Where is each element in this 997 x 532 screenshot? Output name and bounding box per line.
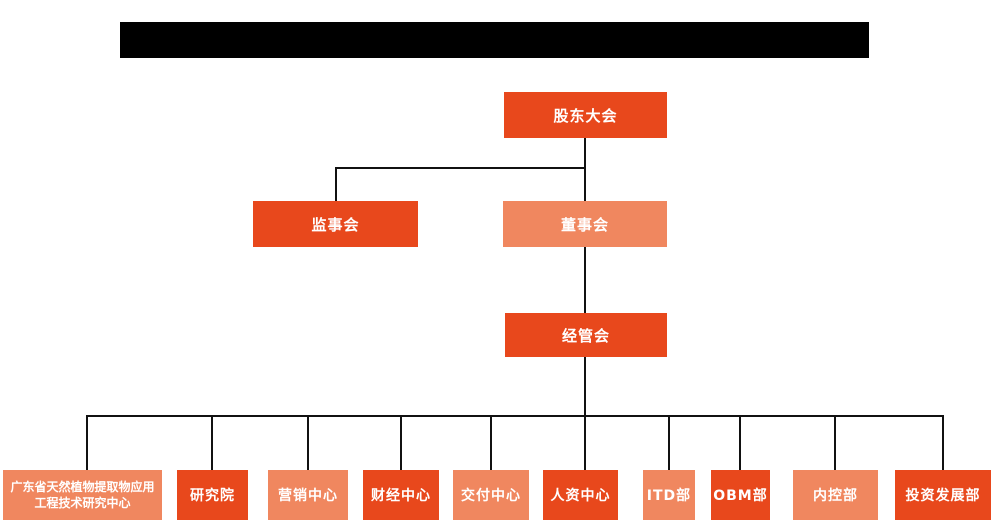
node-dept-marketing-center: 营销中心 — [268, 470, 348, 520]
node-dept-hr-center: 人资中心 — [543, 470, 618, 520]
connector-dept-drop-9 — [834, 415, 836, 470]
connector-dept-drop-7 — [668, 415, 670, 470]
connector-supervisory-drop — [335, 167, 337, 201]
node-dept-finance-center: 财经中心 — [363, 470, 439, 520]
connector-dept-drop-1 — [86, 415, 88, 470]
connector-dept-drop-10 — [942, 415, 944, 470]
node-dept-delivery-center: 交付中心 — [453, 470, 529, 520]
connector-dept-drop-2 — [211, 415, 213, 470]
connector-dept-drop-3 — [307, 415, 309, 470]
connector-dept-drop-8 — [739, 415, 741, 470]
connector-dept-drop-5 — [490, 415, 492, 470]
node-dept-gd-plant-extract-research-center: 广东省天然植物提取物应用工程技术研究中心 — [3, 470, 162, 520]
node-shareholders-meeting: 股东大会 — [504, 92, 667, 138]
connector-level2-horizontal — [335, 167, 586, 169]
connector-dept-drop-4 — [400, 415, 402, 470]
node-dept-obm: OBM部 — [711, 470, 770, 520]
connector-management-down — [584, 357, 586, 470]
node-dept-internal-control: 内控部 — [793, 470, 878, 520]
redacted-title-bar — [120, 22, 869, 58]
node-supervisory-board: 监事会 — [253, 201, 418, 247]
node-dept-itd: ITD部 — [643, 470, 695, 520]
node-management-committee: 经管会 — [505, 313, 667, 357]
node-dept-research-institute: 研究院 — [177, 470, 248, 520]
connector-board-to-management — [584, 247, 586, 313]
connector-departments-horizontal — [86, 415, 944, 417]
connector-board-drop — [584, 167, 586, 201]
connector-shareholders-down — [584, 138, 586, 169]
node-dept-investment-development: 投资发展部 — [895, 470, 991, 520]
node-board-of-directors: 董事会 — [503, 201, 667, 247]
